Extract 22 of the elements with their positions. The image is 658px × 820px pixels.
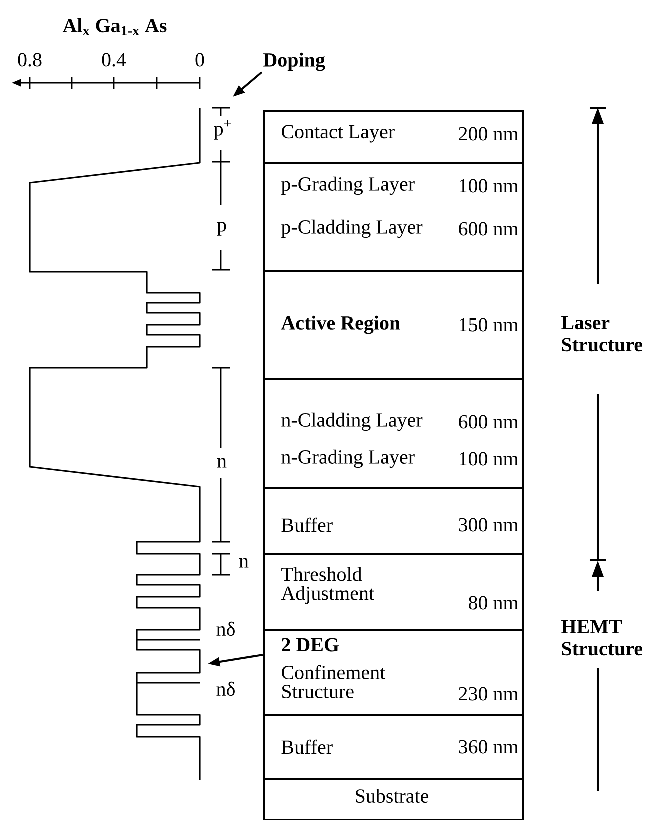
layer-box: Buffer 360 nm	[263, 714, 524, 780]
doping-label: nδ	[216, 682, 235, 696]
layer-box: n-Cladding Layer 600 nm n-Grading Layer 100 nm	[263, 378, 524, 490]
doping-label: p	[217, 222, 226, 236]
layer-box: 2 DEG Confinement Structure 230 nm	[263, 629, 524, 716]
structure-label: HEMT Structure	[562, 620, 643, 656]
layer-box: Contact Layer 200 nm	[263, 110, 524, 164]
layer-box: Threshold Adjustment 80 nm	[263, 553, 524, 632]
structure-label: Laser Structure	[562, 316, 643, 352]
tick-label: 0	[196, 53, 204, 67]
axis-title: Al$_{x}$ Ga$_{1-x}$ As	[62, 18, 167, 36]
layer-box: Substrate	[263, 778, 524, 820]
doping-label: nδ	[216, 622, 235, 636]
layer-box: Buffer 300 nm	[263, 487, 524, 556]
doping-label: p$^{+}$	[214, 120, 232, 140]
layer-box: p-Grading Layer 100 nm p-Cladding Layer 600 nm	[263, 162, 524, 272]
doping-label: n	[217, 458, 227, 468]
layer-box: Active Region 150 nm	[263, 270, 524, 380]
doping-label: n	[239, 558, 249, 568]
tick-label: 0.8	[18, 53, 42, 67]
tick-label: 0.4	[102, 53, 126, 67]
doping-heading: Doping	[264, 52, 326, 72]
